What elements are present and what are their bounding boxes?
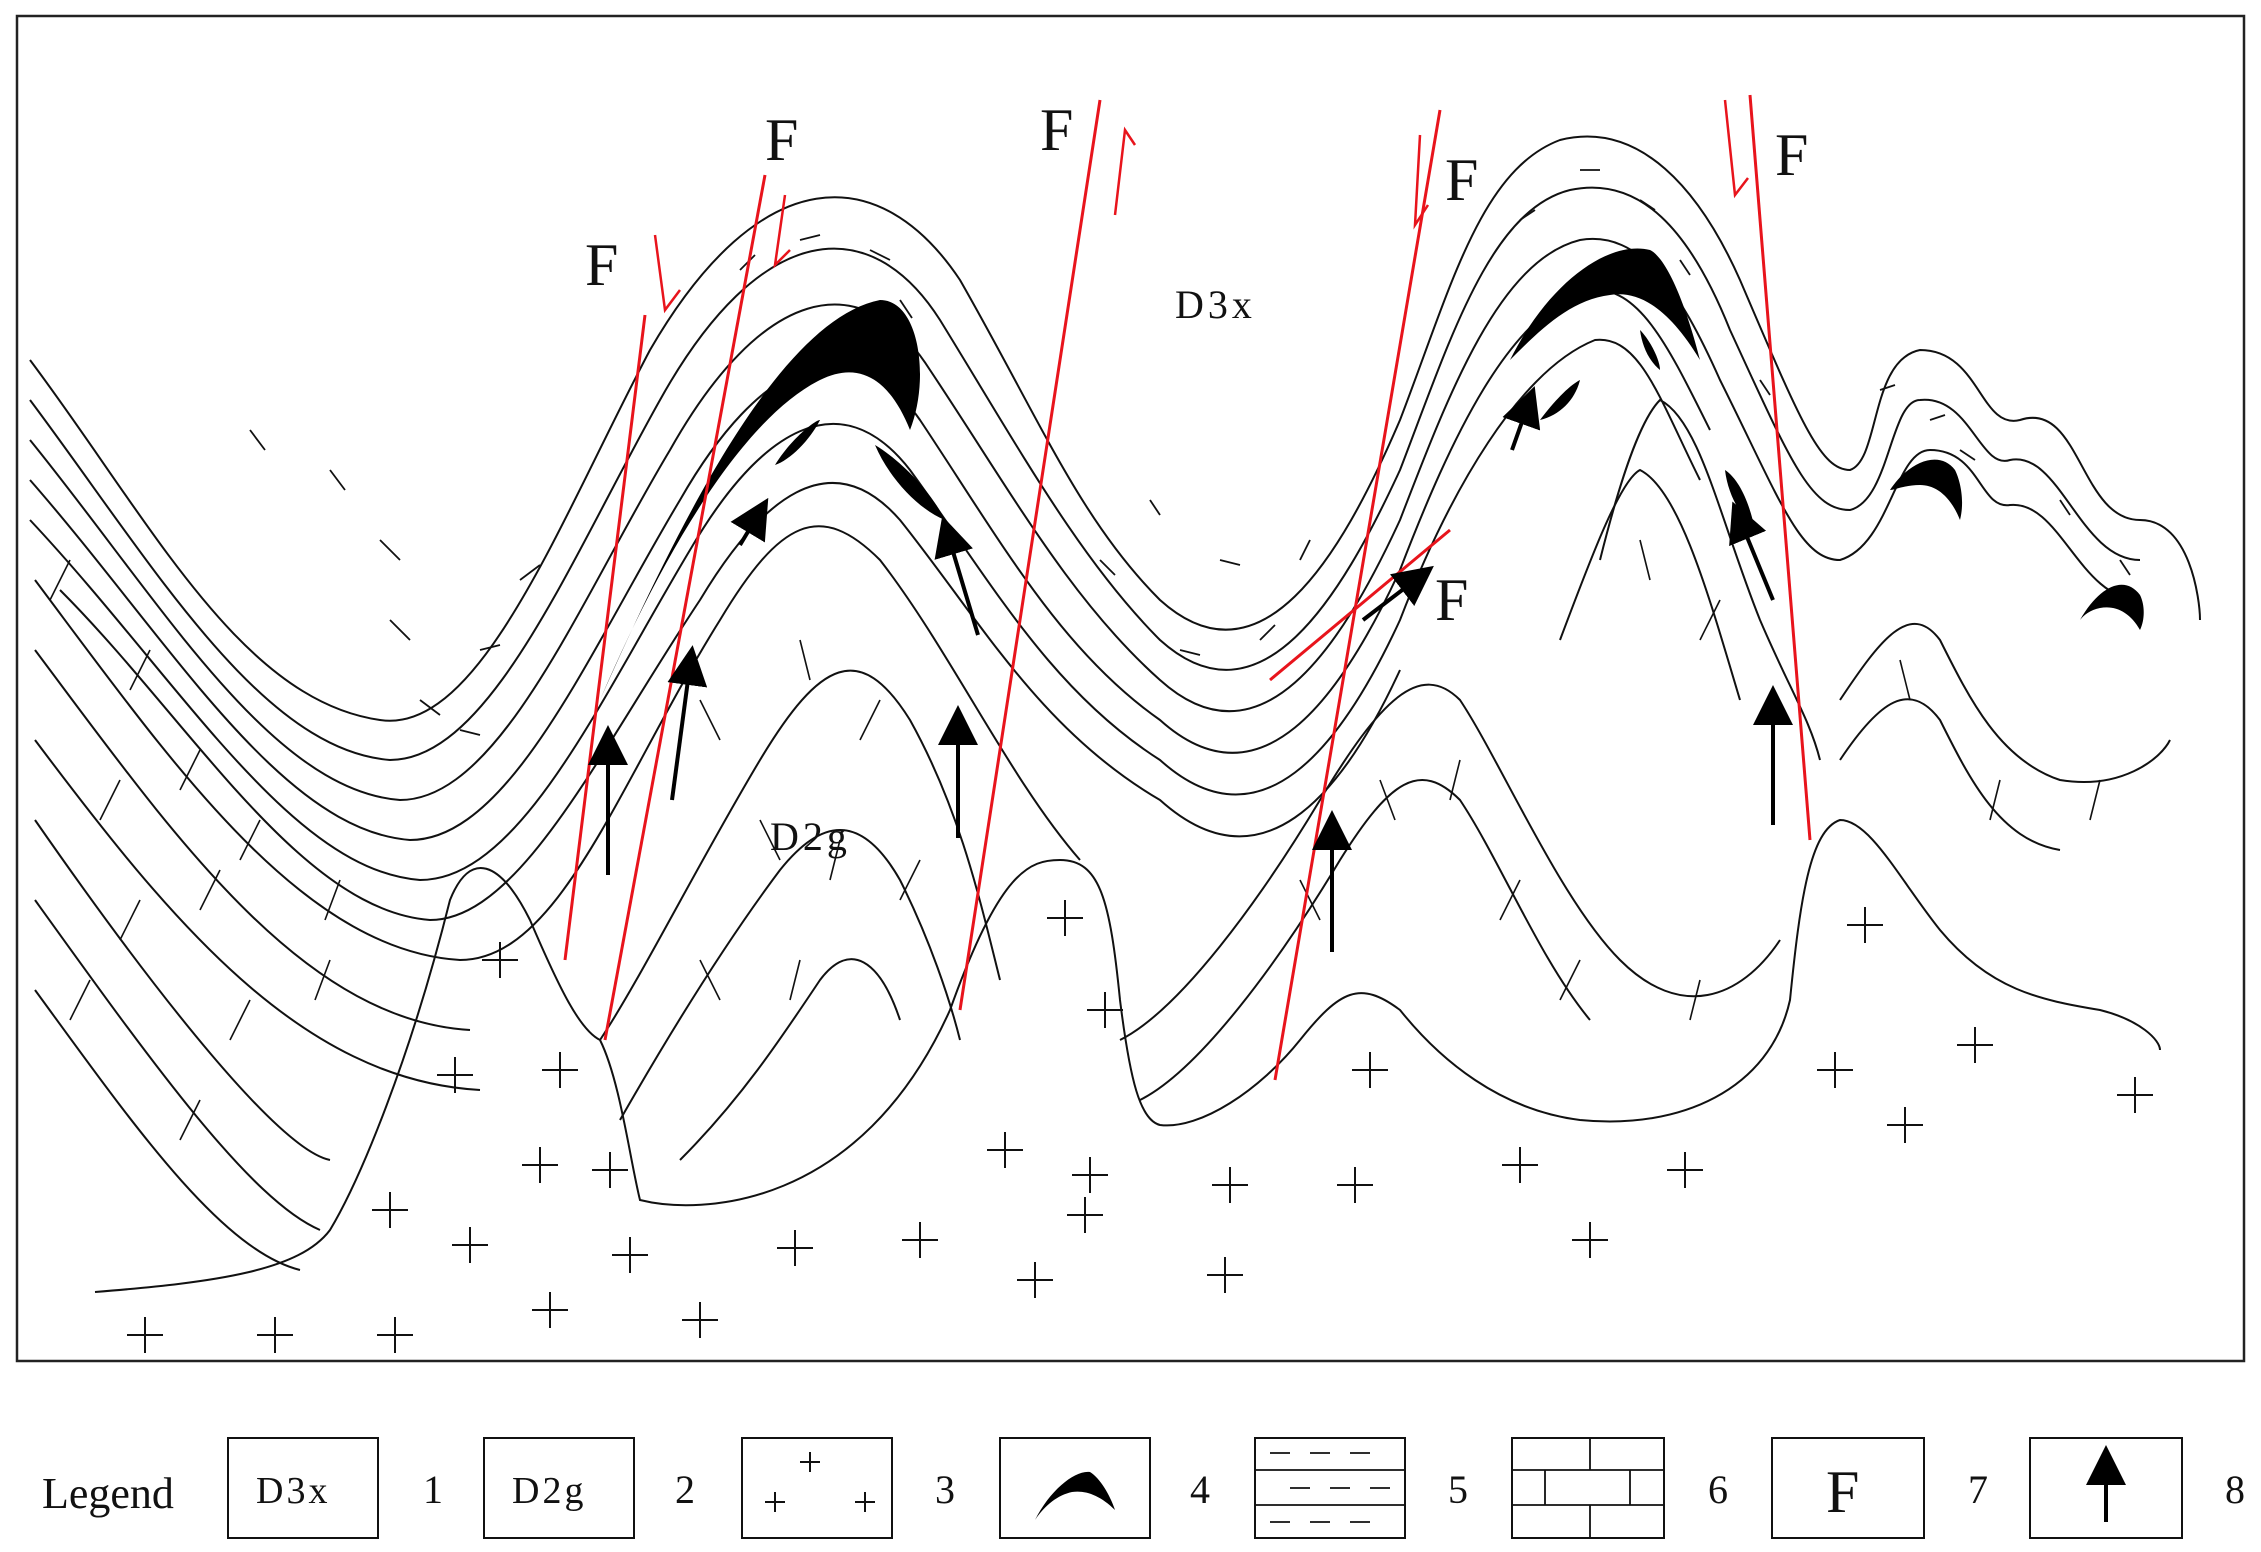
granite-cross (127, 1317, 163, 1353)
legend-number: 6 (1708, 1467, 1728, 1512)
granite-cross (2117, 1077, 2153, 1113)
granite-cross (1502, 1147, 1538, 1183)
granite-cross (1087, 992, 1123, 1028)
granite-cross (1067, 1197, 1103, 1233)
legend-number: 1 (423, 1467, 443, 1512)
fault-line-6 (1269, 528, 1451, 682)
migration-arrow-icon (2029, 1437, 2183, 1539)
granite-cross (1957, 1027, 1993, 1063)
legend-title: Legend (42, 1469, 174, 1518)
ore-body-lens-2 (875, 445, 945, 520)
fault-label: F (1445, 147, 1478, 213)
ore-body-main (600, 300, 920, 700)
granite-cross (1207, 1257, 1243, 1293)
legend-symbol-d2g: D2g (512, 1470, 586, 1512)
migration-arrow (730, 497, 769, 547)
legend-number: 7 (1968, 1467, 1988, 1512)
legend-number: 3 (935, 1467, 955, 1512)
shale-layers (29, 135, 2201, 922)
granite-cross (452, 1227, 488, 1263)
granite-cross (592, 1152, 628, 1188)
basement-contact (94, 818, 2161, 1293)
ore-body-east (1510, 248, 1700, 360)
granite-cross (1072, 1157, 1108, 1193)
granite-cross (257, 1317, 293, 1353)
fault-line-1 (563, 314, 647, 961)
granite-cross (777, 1230, 813, 1266)
granite-cross (532, 1292, 568, 1328)
ore-body-small-1 (1890, 459, 1963, 520)
granite-cross (482, 942, 518, 978)
granite-cross (902, 1222, 938, 1258)
migration-arrow (667, 645, 708, 801)
fault-labels: F F F F F F (585, 97, 1808, 633)
granite-cross (1337, 1167, 1373, 1203)
ore-body-small-2 (2080, 584, 2144, 630)
granite-cross (372, 1192, 408, 1228)
legend: Legend D3x 1 D2g 2 3 4 5 (42, 1437, 2245, 1539)
granite-cross (1047, 900, 1083, 936)
ore-body-crescent-icon (999, 1437, 1151, 1539)
legend-number: 4 (1190, 1467, 1210, 1512)
fault-label: F (1040, 97, 1073, 163)
granite-cross (1847, 907, 1883, 943)
granite-cross (522, 1147, 558, 1183)
limestone-brick-pattern-icon (1511, 1437, 1665, 1539)
ore-bodies (600, 248, 2144, 700)
granite-cross (1887, 1107, 1923, 1143)
fault-label: F (1435, 567, 1468, 633)
dashed-shale-pattern-icon (1254, 1437, 1406, 1539)
fault-line-5 (1748, 94, 1812, 841)
granite-cross (542, 1052, 578, 1088)
fault-label: F (1775, 122, 1808, 188)
granite-cross (1572, 1222, 1608, 1258)
granite-cross (1212, 1167, 1248, 1203)
migration-arrow (934, 515, 980, 636)
legend-symbol-fault: F (1826, 1459, 1859, 1525)
granite-cross (1667, 1152, 1703, 1188)
granite-cross (987, 1132, 1023, 1168)
fault-line-4 (1273, 109, 1442, 1081)
legend-number: 2 (675, 1467, 695, 1512)
legend-number: 5 (1448, 1467, 1468, 1512)
fault-label: F (765, 107, 798, 173)
section-frame (15, 14, 2246, 1363)
unit-label-d3x: D3x (1175, 282, 1256, 327)
granite-crosses (127, 900, 2153, 1353)
granite-cross (1352, 1052, 1388, 1088)
fault-line-3 (958, 99, 1102, 1011)
unit-label-d2g: D2g (770, 814, 851, 859)
granite-cross (682, 1302, 718, 1338)
granite-cross-pattern-icon (741, 1437, 893, 1539)
ore-body-lens-3 (1540, 380, 1580, 420)
granite-cross (1817, 1052, 1853, 1088)
legend-number: 8 (2225, 1467, 2245, 1512)
migration-arrow (1729, 501, 1775, 601)
granite-cross (1017, 1262, 1053, 1298)
fault-label: F (585, 232, 618, 298)
faults (563, 94, 1812, 1081)
migration-arrow (1361, 565, 1434, 622)
migration-arrows (588, 386, 1793, 952)
ore-body-lens-1 (775, 420, 820, 465)
migration-arrow (1502, 386, 1541, 451)
ore-body-lens-4 (1640, 330, 1660, 370)
granite-cross (377, 1317, 413, 1353)
legend-symbol-d3x: D3x (256, 1470, 330, 1512)
fault-line-2 (603, 174, 767, 1041)
granite-cross (612, 1237, 648, 1273)
